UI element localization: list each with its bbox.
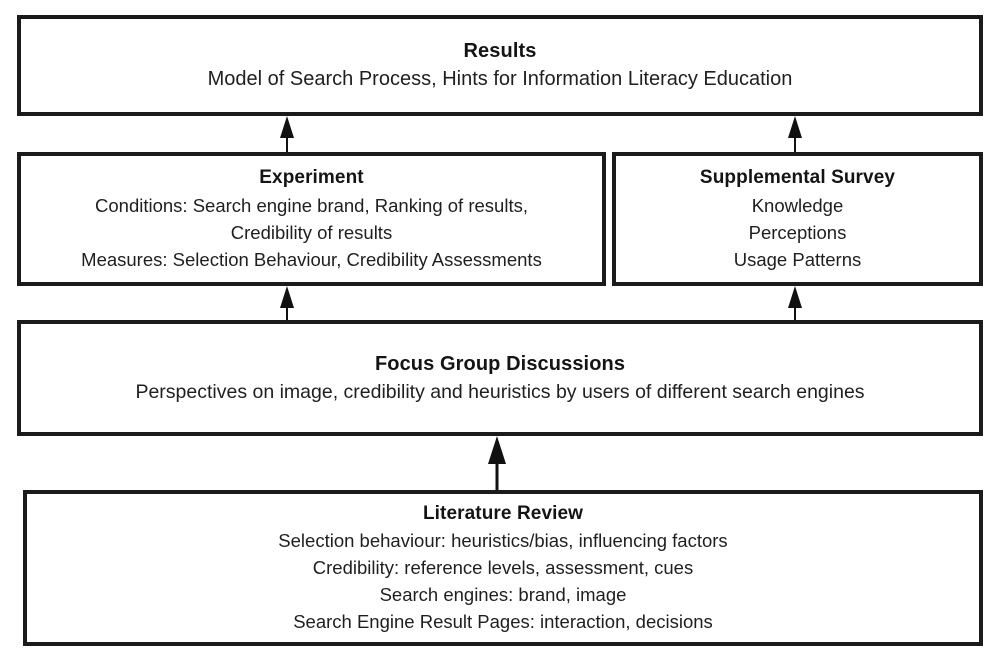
node-focus-group-title: Focus Group Discussions [374, 352, 626, 375]
node-experiment-line-1: Conditions: Search engine brand, Ranking… [95, 194, 528, 216]
arrow-experiment-to-results [277, 116, 297, 152]
node-literature-review-line-2: Credibility: reference levels, assessmen… [312, 557, 694, 579]
node-experiment[interactable]: Experiment Conditions: Search engine bra… [17, 152, 606, 286]
up-arrow-icon [280, 116, 294, 138]
arrow-focus-group-to-experiment [277, 286, 297, 320]
up-arrow-icon [788, 116, 802, 138]
up-arrow-icon [788, 286, 802, 308]
node-literature-review-title: Literature Review [422, 502, 584, 524]
node-experiment-line-3: Measures: Selection Behaviour, Credibili… [81, 248, 542, 270]
arrow-shaft [794, 130, 796, 152]
node-supplemental-survey-title: Supplemental Survey [699, 167, 896, 189]
node-literature-review-line-1: Selection behaviour: heuristics/bias, in… [278, 530, 728, 552]
arrow-survey-to-results [785, 116, 805, 152]
node-focus-group[interactable]: Focus Group Discussions Perspectives on … [17, 320, 983, 436]
arrow-shaft [794, 300, 796, 320]
node-results[interactable]: Results Model of Search Process, Hints f… [17, 15, 983, 116]
up-arrow-icon [280, 286, 294, 308]
node-focus-group-line-1: Perspectives on image, credibility and h… [135, 380, 865, 403]
node-experiment-title: Experiment [259, 167, 364, 189]
node-experiment-line-2: Credibility of results [230, 221, 393, 243]
node-supplemental-survey-line-3: Usage Patterns [733, 248, 862, 270]
node-supplemental-survey[interactable]: Supplemental Survey Knowledge Perception… [612, 152, 983, 286]
arrow-shaft [286, 130, 288, 152]
node-supplemental-survey-line-1: Knowledge [751, 194, 844, 216]
node-literature-review-line-3: Search engines: brand, image [379, 584, 627, 606]
node-results-title: Results [463, 39, 537, 62]
node-results-line-1: Model of Search Process, Hints for Infor… [207, 68, 793, 91]
arrow-shaft [495, 456, 499, 490]
arrow-literature-review-to-focus-group [485, 436, 509, 490]
node-literature-review[interactable]: Literature Review Selection behaviour: h… [23, 490, 983, 646]
arrow-focus-group-to-survey [785, 286, 805, 320]
arrow-shaft [286, 300, 288, 320]
node-literature-review-line-4: Search Engine Result Pages: interaction,… [293, 611, 713, 633]
up-arrow-icon [488, 436, 506, 464]
node-supplemental-survey-line-2: Perceptions [748, 221, 847, 243]
